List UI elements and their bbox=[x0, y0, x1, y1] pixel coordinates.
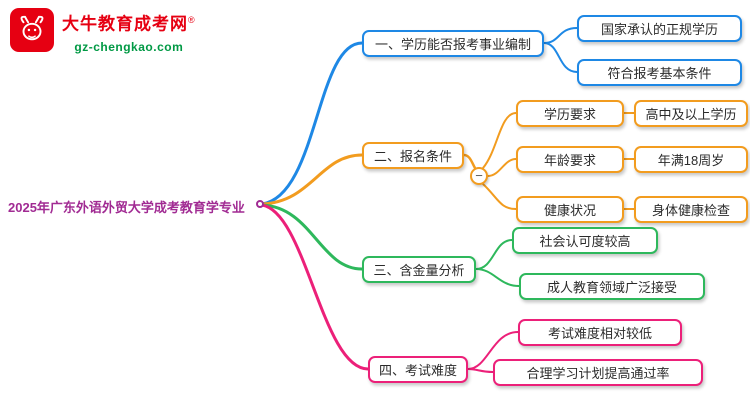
branch1-child2-link bbox=[543, 42, 578, 73]
branch3-child-1[interactable]: 社会认可度较高 bbox=[512, 227, 658, 254]
branch2-row3-key[interactable]: 健康状况 bbox=[516, 196, 624, 223]
root-anchor-dot bbox=[256, 200, 264, 208]
branch1-child1-link bbox=[543, 27, 578, 44]
branch2-row3-link bbox=[482, 183, 517, 210]
branch2-row1-link bbox=[482, 112, 517, 169]
root-link-branch4 bbox=[260, 203, 370, 371]
branch3-child2-link bbox=[475, 268, 520, 287]
root-link-branch3 bbox=[260, 203, 364, 271]
collapse-toggle-icon[interactable]: − bbox=[470, 167, 488, 185]
branch-node-3[interactable]: 三、含金量分析 bbox=[362, 256, 476, 283]
branch4-child-1[interactable]: 考试难度相对较低 bbox=[518, 319, 682, 346]
root-link-branch2 bbox=[260, 153, 364, 206]
site-logo: 大牛教育成考网® gz-chengkao.com bbox=[10, 8, 196, 54]
bull-logo-icon bbox=[10, 8, 54, 52]
branch1-child-2[interactable]: 符合报考基本条件 bbox=[577, 59, 742, 86]
branch-node-2[interactable]: 二、报名条件 bbox=[362, 142, 464, 169]
root-node[interactable]: 2025年广东外语外贸大学成考教育学专业 bbox=[8, 200, 245, 215]
branch2-row2-link bbox=[487, 158, 517, 177]
branch2-row3-value[interactable]: 身体健康检查 bbox=[634, 196, 748, 223]
root-link-branch1 bbox=[260, 41, 364, 206]
registered-mark: ® bbox=[188, 15, 196, 25]
branch2-row2-value[interactable]: 年满18周岁 bbox=[634, 146, 748, 173]
branch4-child-2[interactable]: 合理学习计划提高通过率 bbox=[493, 359, 703, 386]
logo-subtitle: gz-chengkao.com bbox=[74, 39, 184, 54]
branch3-child1-link bbox=[475, 239, 513, 270]
logo-text-block: 大牛教育成考网® gz-chengkao.com bbox=[62, 8, 196, 54]
branch-node-1[interactable]: 一、学历能否报考事业编制 bbox=[362, 30, 544, 57]
branch2-circle-link bbox=[462, 153, 477, 170]
branch-node-4[interactable]: 四、考试难度 bbox=[368, 356, 468, 383]
branch4-child2-link bbox=[467, 368, 494, 373]
branch2-row2-key[interactable]: 年龄要求 bbox=[516, 146, 624, 173]
logo-title: 大牛教育成考网® bbox=[62, 14, 196, 34]
branch3-child-2[interactable]: 成人教育领域广泛接受 bbox=[519, 273, 705, 300]
branch2-row1-value[interactable]: 高中及以上学历 bbox=[634, 100, 748, 127]
branch1-child-1[interactable]: 国家承认的正规学历 bbox=[577, 15, 742, 42]
branch2-row1-key[interactable]: 学历要求 bbox=[516, 100, 624, 127]
